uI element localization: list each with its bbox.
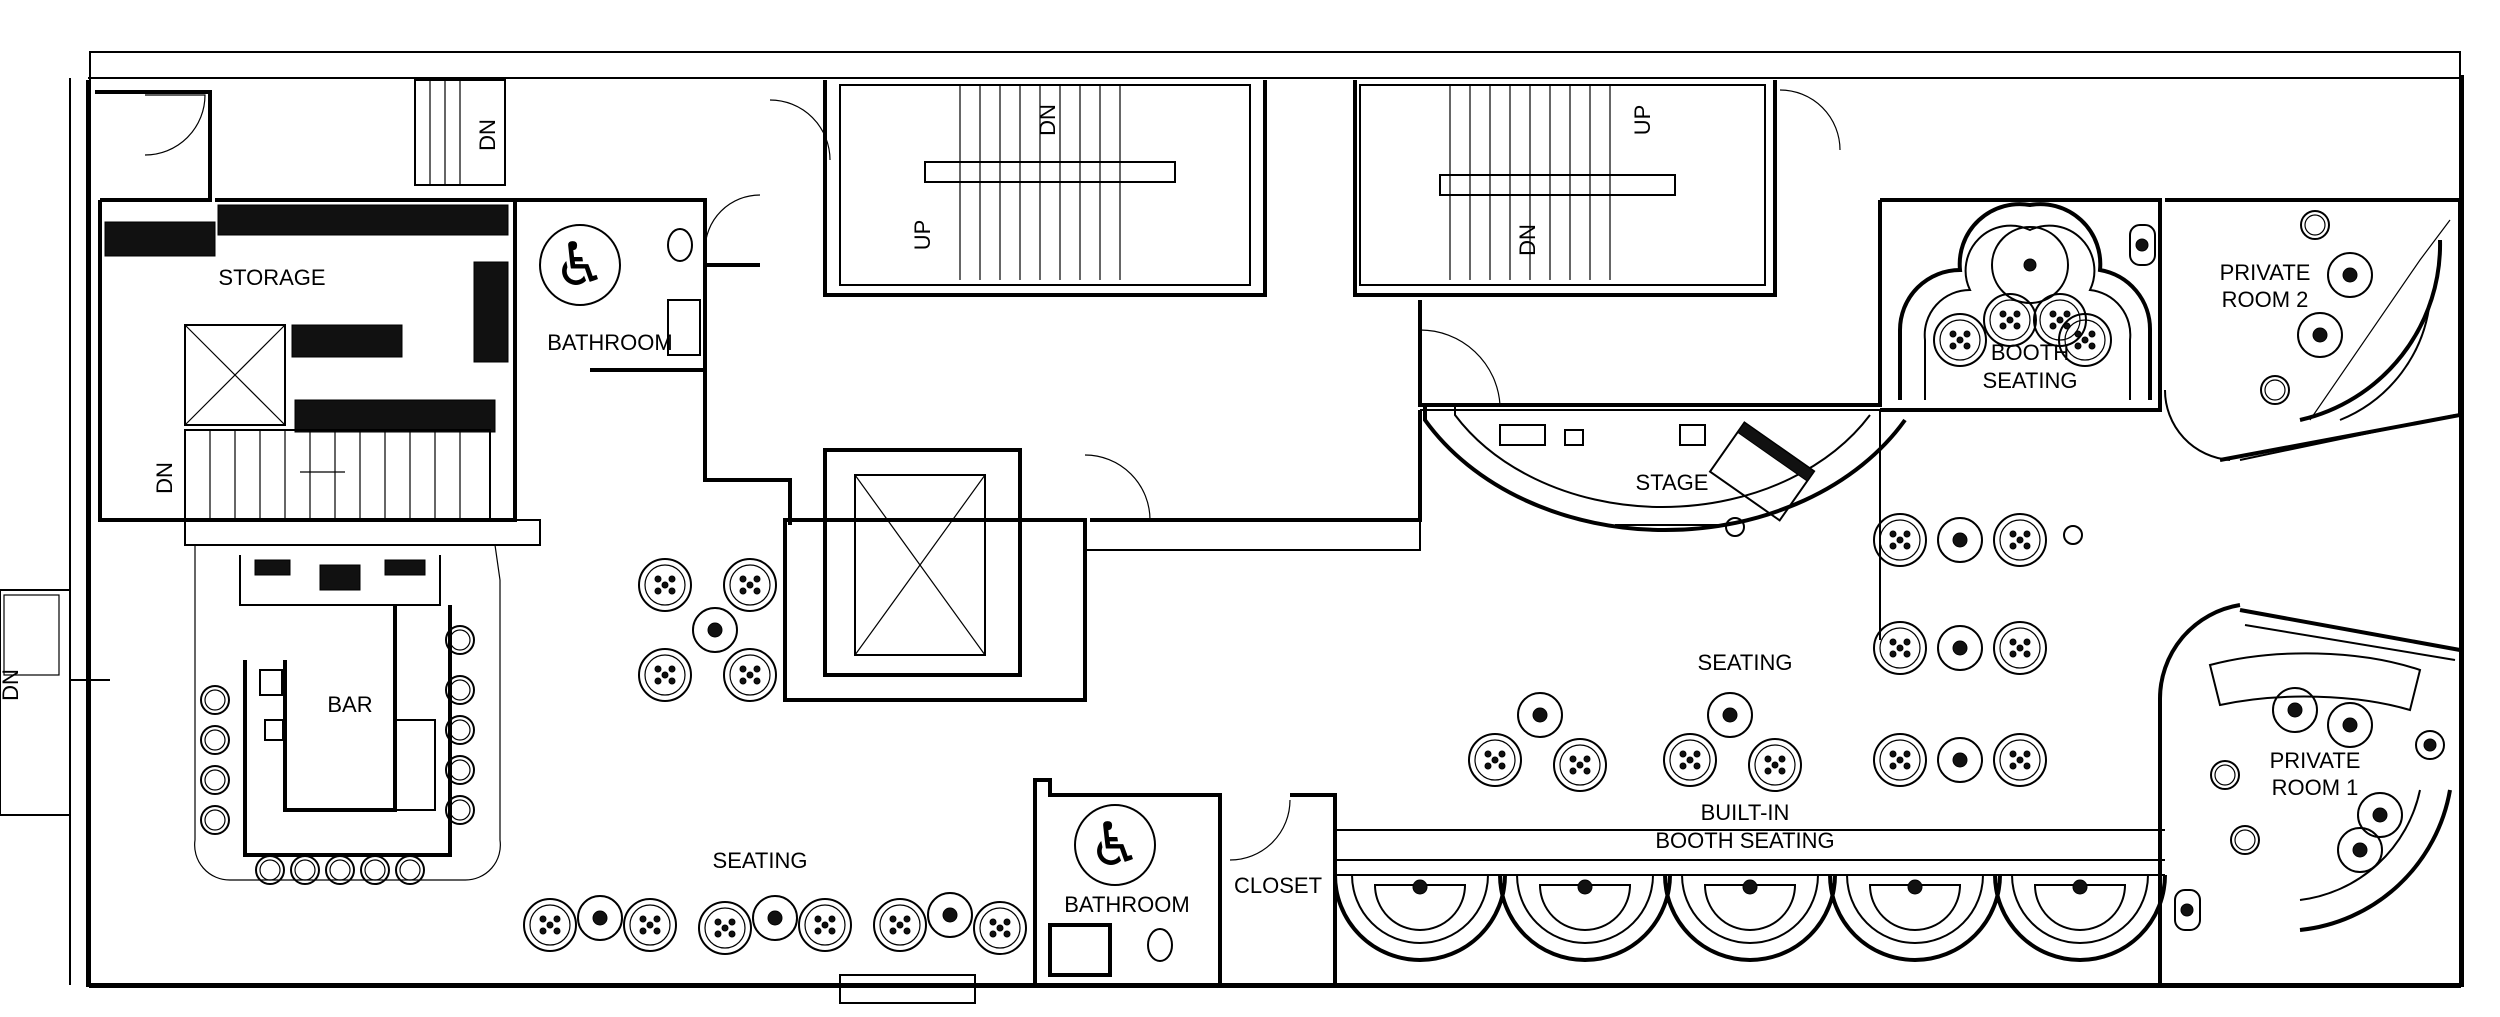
private-room-1: PRIVATE ROOM 1 — [2157, 603, 2461, 985]
accessible-icon: ♿ — [553, 230, 607, 300]
builtin-label-line2: BOOTH SEATING — [1655, 828, 1834, 853]
booth-seating-top: BOOTH SEATING — [1880, 198, 2162, 412]
bathroom-bottom-label: BATHROOM — [1064, 892, 1189, 917]
private-room-2: PRIVATE ROOM 2 — [2129, 198, 2462, 462]
closet-label: CLOSET — [1234, 873, 1322, 898]
stair-well-1: UP DN — [839, 84, 1251, 286]
seating-center-label: SEATING — [1698, 650, 1793, 675]
exterior-stair: DN — [0, 669, 23, 701]
builtin-booth-seating: BUILT-IN BOOTH SEATING — [1333, 800, 2167, 962]
private2-label-line2: ROOM 2 — [2222, 287, 2309, 312]
top-left-stair: DN — [144, 79, 506, 186]
exterior-stair-dn: DN — [0, 669, 23, 701]
seating-bottom-left: SEATING — [523, 848, 1027, 955]
bar-label: BAR — [327, 692, 372, 717]
storage-shelves — [104, 204, 509, 433]
stair-2-up: UP — [1630, 105, 1655, 136]
bar-area: BAR — [184, 519, 541, 885]
corridor-walls — [703, 80, 1882, 551]
accessible-icon-bottom: ♿ — [1088, 810, 1142, 880]
stage-label: STAGE — [1636, 470, 1709, 495]
stair-1-dn: DN — [1035, 104, 1060, 136]
seating-near-elevator — [638, 558, 777, 702]
closet: CLOSET — [1218, 793, 1337, 987]
bathroom-bottom: ♿ BATHROOM — [1033, 778, 1222, 985]
piano-icon — [1708, 421, 1816, 522]
storage-label: STORAGE — [218, 265, 325, 290]
stair-well-2: DN UP — [1359, 84, 1766, 286]
seating-center: SEATING — [1468, 513, 2083, 792]
stage-area: STAGE — [1420, 405, 1907, 640]
storage-stair-dn: DN — [152, 462, 177, 494]
private1-label-line2: ROOM 1 — [2272, 775, 2359, 800]
builtin-label-line1: BUILT-IN — [1701, 800, 1790, 825]
bathroom-top: ♿ BATHROOM — [515, 194, 761, 372]
seating-left-label: SEATING — [713, 848, 808, 873]
stair-2-dn: DN — [1515, 224, 1540, 256]
booth-label-line2: SEATING — [1983, 368, 2078, 393]
booth-label-line1: BOOTH — [1991, 340, 2069, 365]
storage-stair — [184, 429, 491, 521]
stair-1-up: UP — [910, 220, 935, 251]
bathroom-top-label: BATHROOM — [547, 330, 672, 355]
private2-label-line1: PRIVATE — [2220, 260, 2311, 285]
storage-room: STORAGE DN — [95, 90, 517, 522]
top-left-stair-dn: DN — [475, 119, 500, 151]
private1-label-line1: PRIVATE — [2270, 748, 2361, 773]
elevator — [783, 448, 1087, 702]
